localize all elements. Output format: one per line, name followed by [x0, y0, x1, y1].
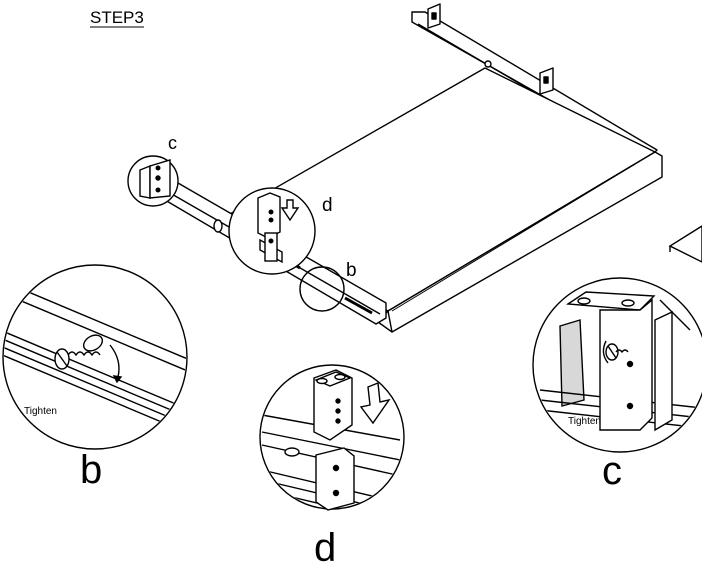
drawer-assembly — [164, 3, 663, 333]
tray-edge-highlight — [391, 151, 656, 312]
detail-b — [2, 264, 188, 450]
bracket-hole-d2 — [268, 217, 274, 223]
tray-corner-line — [387, 310, 393, 333]
rail-b-line6 — [4, 353, 186, 435]
front-rail-hole — [213, 219, 223, 233]
rail-b-line2 — [4, 291, 186, 373]
rotation-arrow-icon — [109, 344, 120, 378]
bracket-icon-d — [257, 192, 281, 239]
callout-d-label-large: d — [314, 526, 336, 563]
detail-d — [259, 364, 405, 511]
callout-b-small — [299, 266, 345, 312]
bracket-hole — [155, 165, 161, 171]
rail-c-shaded — [559, 319, 585, 407]
callout-c-label-large: c — [602, 449, 622, 493]
rear-rail-screw — [484, 60, 492, 68]
bracket-d-hole2 — [335, 408, 341, 414]
bracket-d-slot1 — [316, 377, 328, 385]
bracket-hole-d1 — [268, 209, 274, 215]
rail-b-line1 — [4, 279, 186, 361]
screw-c-slot — [607, 345, 617, 359]
rail-c-diag — [659, 299, 691, 331]
rotation-arrow-icon-c — [602, 340, 609, 364]
bracket-d-large — [313, 369, 353, 441]
bracket-screw — [155, 175, 161, 181]
rail-b-line4 — [4, 337, 186, 419]
callout-b-circle — [299, 266, 345, 312]
tighten-label-b: Tighten — [24, 406, 57, 417]
bracket-c-face — [599, 298, 653, 431]
bracket-hole-2 — [155, 187, 161, 193]
rear-bracket-top-hole — [431, 12, 437, 20]
rail-slot-b — [344, 296, 373, 315]
callout-c-label-small: c — [168, 133, 177, 153]
rail-d-plate-hole2 — [332, 489, 340, 497]
side-panel-partial — [668, 225, 702, 263]
bracket-c-slot1 — [577, 297, 591, 305]
rear-bracket-right-hole — [543, 76, 549, 84]
step-heading: STEP3 — [90, 8, 144, 27]
screw-c-thread — [615, 349, 629, 354]
slot-hole — [82, 334, 104, 352]
detail-c — [532, 277, 702, 453]
callout-d-small — [228, 187, 316, 275]
rail-plate-hole — [268, 238, 274, 244]
bracket-d-hole1 — [335, 398, 341, 404]
screw-icon-c — [605, 343, 629, 361]
rail-d-line1 — [261, 431, 403, 463]
rail-d-plate — [315, 447, 355, 511]
side-panel-top — [668, 225, 702, 263]
bracket-c-slot2 — [621, 299, 635, 307]
rail-d-plate-hole1 — [332, 464, 340, 472]
bracket-c-hole2 — [626, 402, 634, 410]
arrow-down-icon — [280, 199, 300, 222]
tighten-label-c: Tighten — [568, 416, 601, 427]
screw-slot — [56, 351, 68, 367]
arrow-down-icon-large — [359, 382, 391, 425]
bracket-d-hole3 — [335, 418, 341, 424]
detail-b-circle — [2, 264, 188, 450]
callout-b-label-large: b — [80, 448, 102, 492]
bracket-c-hole1 — [626, 360, 634, 368]
callout-b-label-small: b — [346, 260, 357, 281]
rail-plate — [264, 232, 278, 262]
screw-icon — [54, 348, 101, 370]
rail-b-line3 — [4, 329, 186, 411]
rail-c-upright — [654, 310, 673, 432]
callout-c-small — [127, 155, 179, 207]
bracket-d-slot2 — [334, 373, 346, 381]
screw-thread — [67, 351, 101, 357]
callout-d-label-small: d — [322, 195, 333, 216]
rail-b-line5 — [4, 345, 186, 427]
bracket-icon — [139, 164, 151, 199]
rail-d-hole — [284, 447, 300, 457]
rotation-arrowhead — [112, 375, 123, 384]
